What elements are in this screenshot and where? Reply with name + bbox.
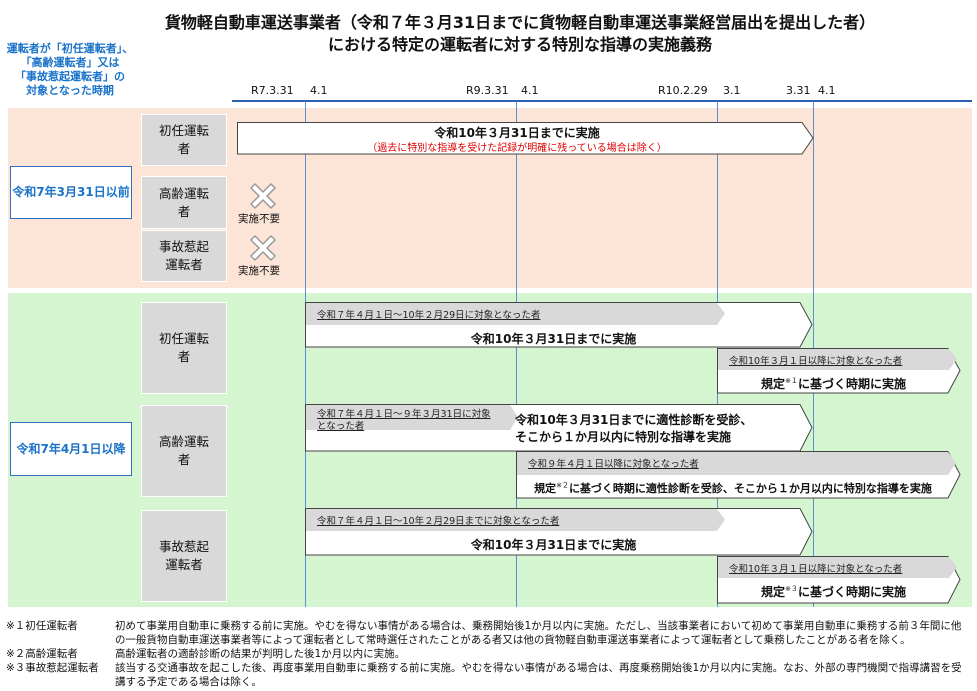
title-line-2: における特定の運転者に対する特別な指導の実施義務 — [327, 35, 712, 54]
cross-icon — [249, 234, 277, 262]
note-text: 高齢運転者の適齢診断の結果が判明した後1か月以内に実施。 — [115, 648, 406, 660]
arrow-header-band — [306, 509, 725, 531]
note-key: ※１初任運転者 — [6, 620, 78, 632]
tick-label: 4.1 — [310, 84, 328, 97]
note-text: 初めて事業用自動車に乗務する前に実施。やむを得ない事情がある場合は、乗務開始後1… — [115, 620, 962, 646]
arrow-note-text: （過去に特別な指導を受けた記録が明確に残っている場合は除く） — [367, 143, 667, 154]
arrow-shape — [717, 348, 961, 394]
arrow-main-pre: 規定 — [761, 585, 786, 599]
arrow-header-band — [517, 452, 956, 475]
row-accident-driver: 事故惹起運転者 — [141, 230, 227, 282]
row-label: 初任運転者 — [158, 331, 209, 364]
left-header-line: 運転者が「初任運転者」、 — [6, 42, 134, 55]
arrow-main-pre: 規定 — [534, 482, 557, 495]
arrow-shape — [516, 451, 961, 499]
arrow-header-text: 令和７年４月１日～10年２月29日までに対象となった者 — [317, 516, 560, 527]
arrow-main-line: そこから１か月以内に特別な指導を実施 — [515, 430, 732, 444]
arrow-header-text: 令和10年３月１日以降に対象となった者 — [729, 564, 903, 575]
not-required-label: 実施不要 — [238, 265, 280, 277]
arrow-main-text: 令和10年３月31日までに実施 — [470, 332, 637, 346]
tick-label: R9.3.31 — [466, 84, 509, 97]
arrow-main-text: 規定※１に基づく時期に実施 — [717, 375, 950, 392]
arrow-main-line: 令和10年３月31日までに適性診断を受診、 — [515, 413, 753, 427]
footnote-ref: ※３ — [785, 585, 798, 593]
arrow-shape — [237, 122, 814, 155]
timeline-gridline — [305, 101, 306, 607]
arrow-main-post: に基づく時期に適性診断を受診、そこから１か月以内に特別な指導を実施 — [568, 482, 932, 495]
row-new-driver: 初任運転者 — [141, 114, 227, 166]
arrow-header-band — [306, 303, 725, 325]
arrow-main-pre: 規定 — [761, 377, 786, 391]
note-key: ※２高齢運転者 — [6, 648, 78, 660]
arrow-shape — [305, 508, 813, 556]
footnote-ref: ※１ — [785, 377, 798, 385]
arrow-main-text: 令和10年３月31日までに実施 — [434, 126, 600, 140]
arrow-header-text: 令和７年４月１日～10年２月29日に対象となった者 — [317, 310, 541, 321]
timeline-axis — [232, 100, 972, 102]
arrow-header-band — [306, 405, 518, 430]
arrow-main-post: に基づく時期に実施 — [797, 585, 906, 599]
arrow-main-text: 規定※２に基づく時期に適性診断を受診、そこから１か月以内に特別な指導を実施 — [516, 480, 950, 496]
row-label: 事故惹起運転者 — [158, 239, 209, 272]
arrow-header-band — [718, 349, 957, 370]
tick-label: 4.1 — [521, 84, 539, 97]
row-elderly-driver: 高齢運転者 — [141, 176, 227, 229]
row-label: 高齢運転者 — [158, 434, 209, 467]
not-required-label: 実施不要 — [238, 213, 280, 225]
row-label: 事故惹起運転者 — [158, 539, 209, 572]
left-header-line: 「事故惹起運転者」の — [15, 70, 125, 83]
timeline-gridline — [516, 101, 517, 607]
footnote-ref: ※２ — [556, 481, 569, 490]
left-header-line: 対象となった時期 — [26, 84, 114, 97]
row-label: 高齢運転者 — [158, 185, 209, 219]
section-label-after: 令和7年4月1日以降 — [10, 422, 132, 476]
arrow-main-text: 規定※３に基づく時期に実施 — [717, 583, 950, 600]
cross-icon — [249, 182, 277, 210]
arrow-header-text: 令和10年３月１日以降に対象となった者 — [729, 356, 903, 367]
arrow-main-text: 令和10年３月31日までに適性診断を受診、そこから１か月以内に特別な指導を実施 — [515, 412, 752, 446]
note-text: 該当する交通事故を起こした後、再度事業用自動車に乗務する前に実施。やむを得ない事… — [115, 662, 962, 688]
arrow-shape — [305, 404, 813, 452]
arrow-header-text: 令和７年４月１日～９年３月31日に対象となった者 — [317, 409, 491, 432]
tick-label: 3.31 — [786, 84, 811, 97]
arrow-main-text: 令和10年３月31日までに実施 — [470, 538, 637, 552]
arrow-main-post: に基づく時期に実施 — [797, 377, 906, 391]
arrow-shape — [305, 302, 813, 348]
row-label: 初任運転者 — [158, 123, 209, 156]
tick-label: 4.1 — [818, 84, 836, 97]
title-line-1: 貨物軽自動車運送事業者（令和７年３月31日までに貨物軽自動車運送事業経営届出を提… — [164, 13, 876, 32]
tick-label: 3.1 — [723, 84, 741, 97]
arrow-header-band — [718, 557, 957, 578]
row-elderly-driver: 高齢運転者 — [141, 405, 227, 497]
section-label-before: 令和7年3月31日以前 — [10, 166, 132, 219]
left-header: 運転者が「初任運転者」、 「高齢運転者」又は 「事故惹起運転者」の 対象となった… — [0, 42, 140, 98]
arrow-header-text: 令和９年４月１日以降に対象となった者 — [528, 459, 699, 470]
tick-label: R7.3.31 — [251, 84, 294, 97]
row-accident-driver: 事故惹起運転者 — [141, 510, 227, 602]
tick-label: R10.2.29 — [658, 84, 708, 97]
left-header-line: 「高齢運転者」又は — [20, 56, 120, 69]
arrow-shape — [717, 556, 961, 604]
note-key: ※３事故惹起運転者 — [6, 662, 99, 674]
row-new-driver: 初任運転者 — [141, 302, 227, 394]
